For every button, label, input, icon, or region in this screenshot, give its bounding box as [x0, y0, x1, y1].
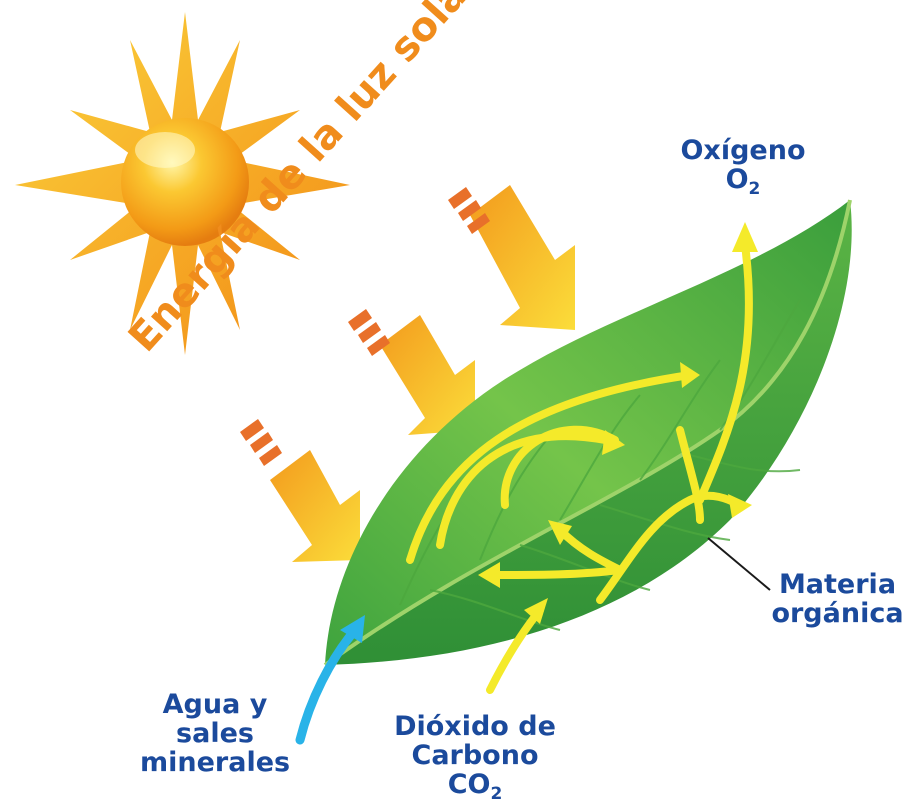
co2-entry-arrow [486, 598, 548, 694]
organic-matter-leader-line [707, 537, 771, 591]
co2-line1: Dióxido de [394, 711, 556, 742]
flow-arrow [406, 371, 694, 564]
water-line3: minerales [140, 747, 291, 778]
co2-line2: Carbono [411, 740, 539, 771]
water-line1: Agua y [162, 689, 268, 720]
organic-matter-line2: orgánica [771, 598, 904, 629]
light-beam-arrow [240, 419, 360, 562]
oxygen-formula: O2 [725, 164, 761, 199]
light-beam-arrow [348, 309, 475, 435]
light-beam-arrow [448, 185, 575, 330]
flow-arrow [436, 432, 609, 549]
flow-arrow [676, 426, 704, 524]
water-minerals-label: Agua y sales minerales [140, 690, 290, 777]
oxygen-name: Oxígeno [680, 135, 806, 166]
water-entry-arrow [295, 615, 365, 745]
sun-icon [15, 12, 350, 355]
water-line2: sales [176, 718, 254, 749]
flow-arrow [500, 425, 619, 509]
light-beam-arrows [240, 185, 575, 562]
flow-arrow [486, 566, 624, 579]
flow-arrowheads [478, 222, 758, 588]
organic-matter-label: Materia orgánica [765, 570, 910, 628]
leaf-midrib [323, 199, 852, 667]
flow-arrows [406, 241, 753, 604]
carbon-dioxide-label: Dióxido de Carbono CO2 [385, 711, 565, 804]
co2-formula: CO2 [447, 769, 503, 804]
oxygen-label: Oxígeno O2 [668, 135, 818, 199]
oxygen-release-arrow [696, 241, 753, 504]
organic-matter-line1: Materia [778, 569, 897, 600]
